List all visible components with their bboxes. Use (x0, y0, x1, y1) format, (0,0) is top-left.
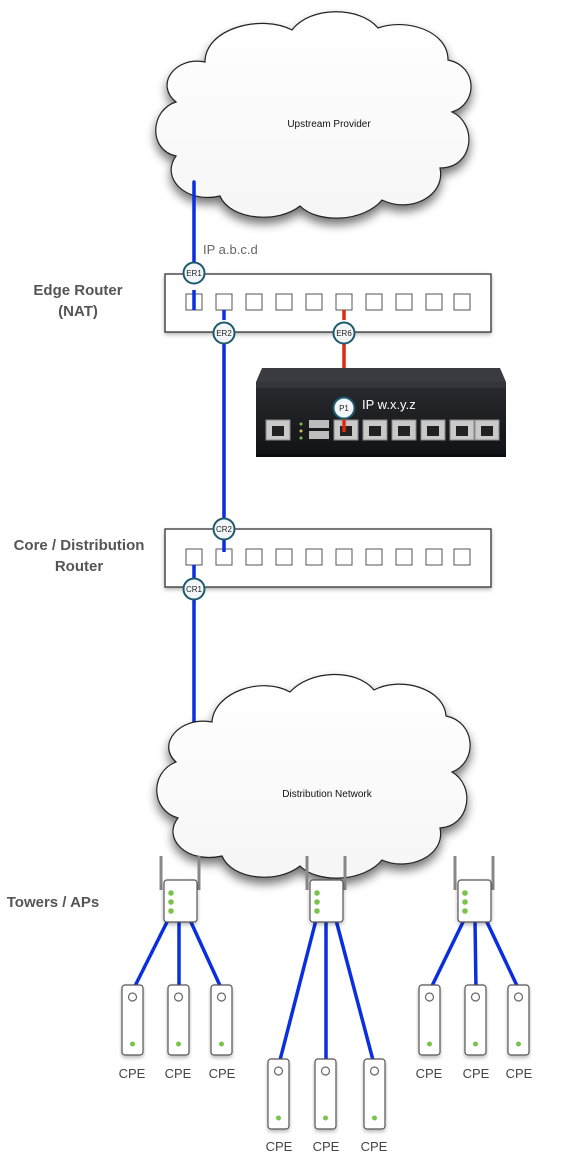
link-t3-cpe3 (484, 918, 521, 992)
tower-3 (453, 856, 495, 923)
core-port-3 (245, 548, 263, 566)
edge-router-label-1: Edge Router (33, 282, 122, 299)
links (192, 180, 346, 740)
cpe-t3-3 (507, 984, 530, 1056)
core-router-ports (185, 548, 471, 566)
cpe-t1-2 (167, 984, 190, 1056)
core-port-6 (335, 548, 353, 566)
badge-er2-label: ER2 (216, 329, 232, 338)
distribution-cloud-label: Distribution Network (282, 789, 372, 800)
device-ip-label: IP w.x.y.z (362, 397, 416, 412)
edge-router-label-2: (NAT) (58, 303, 98, 320)
edge-port-4 (275, 293, 293, 311)
tower-1 (159, 856, 201, 923)
cpe-devices (121, 984, 530, 1130)
link-t2-cpe1 (277, 918, 318, 1066)
badge-er6: ER6 (332, 321, 356, 345)
core-port-5 (305, 548, 323, 566)
link-t1-cpe3 (188, 918, 224, 992)
badge-p1-label: P1 (339, 404, 349, 413)
upstream-cloud-label: Upstream Provider (287, 119, 371, 130)
edge-port-8 (395, 293, 413, 311)
upstream-cloud (155, 11, 472, 219)
cpe-t3-2 (464, 984, 487, 1056)
distribution-cloud (156, 673, 471, 879)
badge-cr1: CR1 (182, 577, 206, 601)
badge-p1: P1 (332, 396, 356, 420)
core-port-9 (425, 548, 443, 566)
core-port-8 (395, 548, 413, 566)
cpe-label: CPE (165, 1066, 192, 1081)
switch-usb (309, 420, 329, 428)
tower-2 (305, 856, 347, 923)
cpe-label: CPE (313, 1139, 340, 1154)
cpe-label: CPE (209, 1066, 236, 1081)
edge-port-3 (245, 293, 263, 311)
badge-er1-label: ER1 (186, 269, 202, 278)
badge-er6-label: ER6 (336, 329, 352, 338)
port-badges: ER1 ER2 ER6 P1 CR2 CR1 (182, 261, 356, 601)
badge-cr1-label: CR1 (186, 585, 203, 594)
edge-port-7 (365, 293, 383, 311)
cpe-label: CPE (119, 1066, 146, 1081)
cpe-t1-3 (210, 984, 233, 1056)
core-port-1 (185, 548, 203, 566)
cpe-labels: CPE CPE CPE CPE CPE CPE CPE CPE CPE (119, 1066, 533, 1154)
core-router-label-1: Core / Distribution (14, 537, 145, 554)
cpe-t2-2 (314, 1058, 337, 1130)
core-router-label-2: Router (55, 558, 103, 575)
edge-port-5 (305, 293, 323, 311)
edge-port-2 (215, 293, 233, 311)
core-port-4 (275, 548, 293, 566)
edge-port-6 (335, 293, 353, 311)
cpe-t2-1 (267, 1058, 290, 1130)
edge-port-9 (425, 293, 443, 311)
cpe-label: CPE (506, 1066, 533, 1081)
cpe-t1-1 (121, 984, 144, 1056)
link-t3-cpe1 (428, 918, 466, 992)
core-port-7 (365, 548, 383, 566)
towers-label: Towers / APs (7, 894, 100, 911)
core-port-10 (453, 548, 471, 566)
cpe-label: CPE (361, 1139, 388, 1154)
badge-cr2: CR2 (212, 517, 236, 541)
link-t3-cpe2 (473, 918, 478, 992)
badge-er2: ER2 (212, 321, 236, 345)
badge-er1: ER1 (182, 261, 206, 285)
link-t1-cpe1 (131, 918, 170, 992)
link-t2-cpe3 (334, 918, 376, 1066)
badge-cr2-label: CR2 (216, 525, 233, 534)
cpe-label: CPE (416, 1066, 443, 1081)
cpe-t2-3 (363, 1058, 386, 1130)
cpe-t3-1 (418, 984, 441, 1056)
edge-port-10 (453, 293, 471, 311)
tower-links (131, 918, 521, 1066)
edge-ip-label: IP a.b.c.d (203, 242, 258, 257)
cpe-label: CPE (266, 1139, 293, 1154)
switch-device (256, 368, 506, 457)
cpe-label: CPE (463, 1066, 490, 1081)
